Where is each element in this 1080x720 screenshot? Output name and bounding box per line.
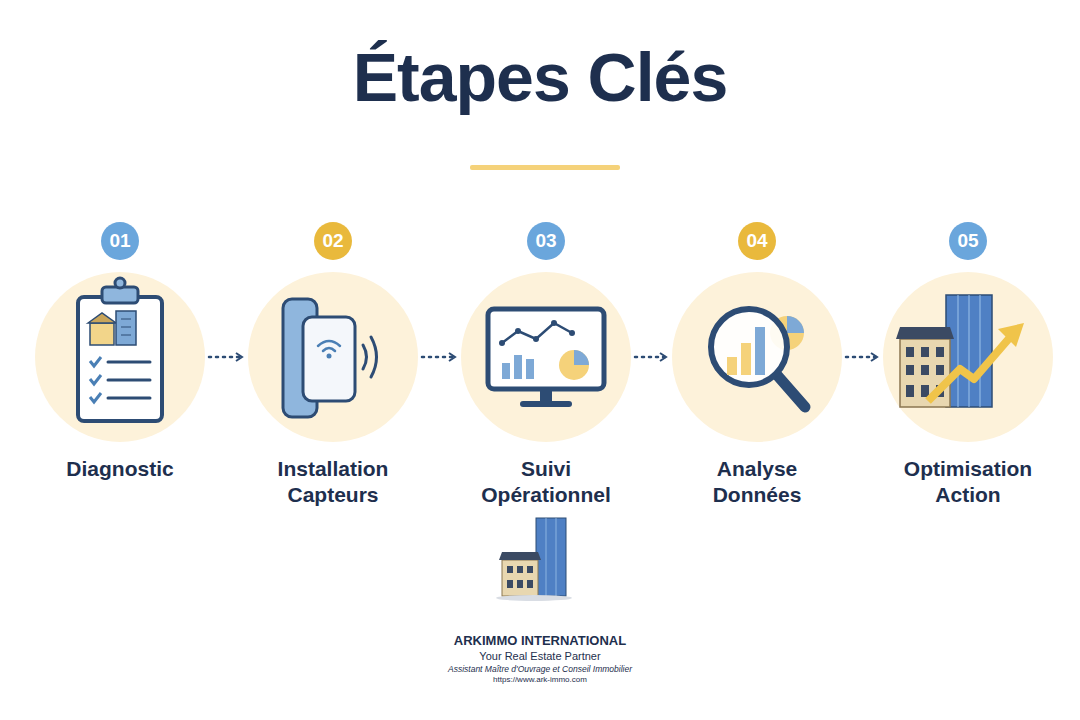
magnifier-icon: [711, 309, 805, 407]
step-disc-area: [35, 272, 205, 442]
title-underline: [470, 165, 620, 170]
step-discs: [35, 272, 1053, 442]
sensor-icon: [283, 299, 377, 417]
logo-text: https://www.ark-immo.com: [340, 675, 740, 684]
diagram-title: Étapes Clés: [0, 38, 1080, 116]
company-logo: [496, 518, 572, 601]
step-node: 01Diagnostic: [35, 222, 205, 482]
dotted-arrow: [209, 356, 242, 359]
step-number: 02: [314, 222, 352, 260]
step-number: 05: [949, 222, 987, 260]
monitor-icon: [488, 309, 604, 407]
buildings-growth-icon: [896, 295, 1024, 407]
step-disc-area: [672, 272, 842, 442]
step-node: 05Optimisation Action: [883, 222, 1053, 509]
dotted-arrow: [422, 356, 455, 359]
step-label: Analyse Données: [677, 456, 837, 509]
step-node: 02Installation Capteurs: [248, 222, 418, 509]
logo-text: Assistant Maître d'Ouvrage et Conseil Im…: [340, 664, 740, 674]
step-disc-area: [461, 272, 631, 442]
step-number: 01: [101, 222, 139, 260]
step-number: 04: [738, 222, 776, 260]
step-label: Installation Capteurs: [253, 456, 413, 509]
step-node: 04Analyse Données: [672, 222, 842, 509]
logo-text: ARKIMMO INTERNATIONAL: [340, 633, 740, 648]
step-number: 03: [527, 222, 565, 260]
step-label: Diagnostic: [40, 456, 200, 482]
dotted-arrow: [846, 356, 877, 359]
dotted-arrow: [635, 356, 666, 359]
step-label: Suivi Opérationnel: [466, 456, 626, 509]
step-label: Optimisation Action: [888, 456, 1048, 509]
clipboard-icon: [78, 278, 162, 421]
step-disc-area: [248, 272, 418, 442]
step-disc-area: [883, 272, 1053, 442]
step-node: 03Suivi Opérationnel: [461, 222, 631, 509]
logo-text: Your Real Estate Partner: [340, 650, 740, 662]
